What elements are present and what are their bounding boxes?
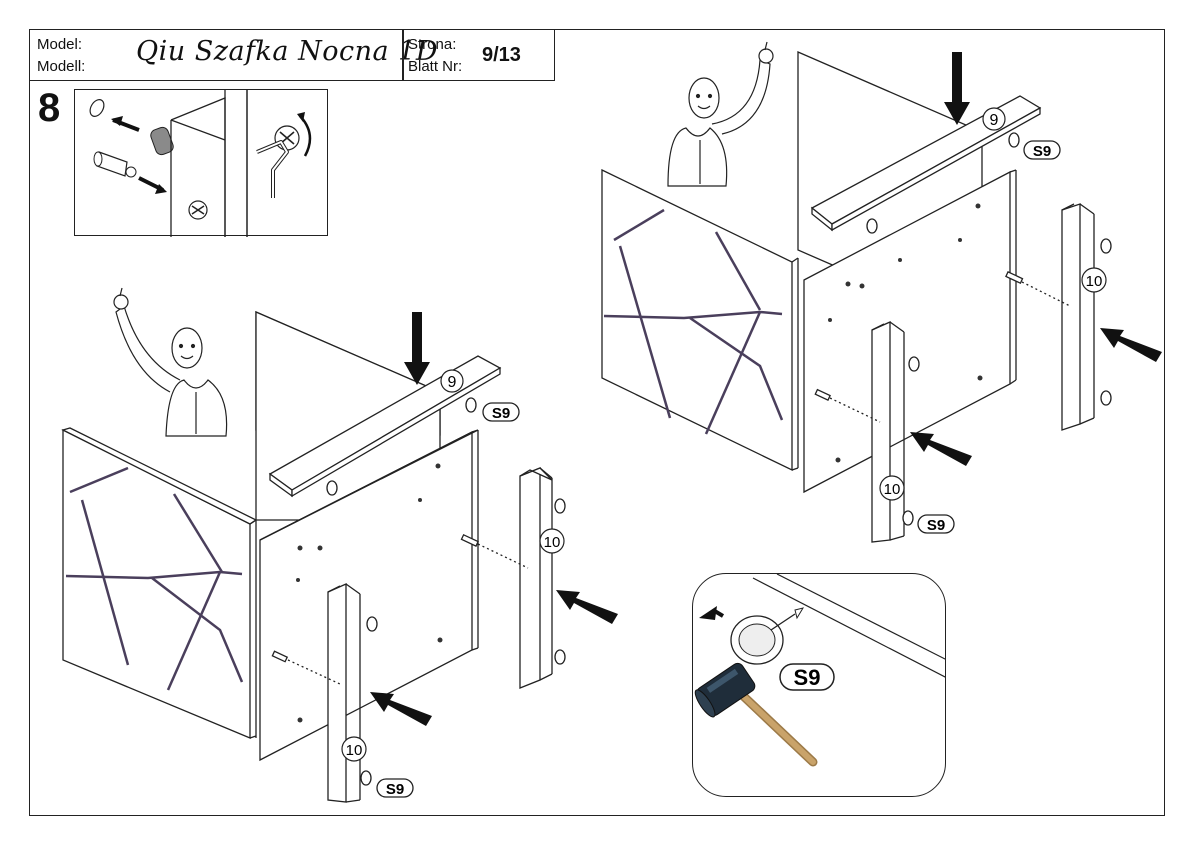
label-fitting-s9: S9	[1033, 143, 1051, 160]
page-frame	[29, 29, 1165, 816]
hammer-callout: S9	[692, 573, 946, 797]
left-arrows	[370, 312, 618, 726]
modell-label: Modell:	[37, 58, 86, 75]
callout-label-s9: S9	[794, 665, 821, 690]
label-part-9: 9	[990, 112, 999, 129]
label-fitting-s9: S9	[492, 405, 510, 422]
label-part-10: 10	[346, 742, 363, 759]
left-assembly	[61, 311, 566, 803]
strona-label: Strona:	[408, 36, 457, 53]
cam-lock-inset	[74, 89, 328, 237]
right-assembly	[601, 51, 1112, 543]
person-figure-left	[113, 287, 228, 437]
right-arrows	[910, 52, 1162, 466]
step-number: 8	[38, 86, 61, 130]
label-part-9: 9	[448, 374, 457, 391]
blatt-label: Blatt Nr:	[408, 58, 463, 75]
person-figure-right	[667, 41, 774, 187]
page-number: 9/13	[482, 44, 521, 66]
label-part-10: 10	[1086, 273, 1103, 290]
label-fitting-s9: S9	[927, 517, 945, 534]
title-block: Model: Modell: Qiu Szafka Nocna 1D Stron…	[29, 29, 555, 81]
hammer-callout-drawing: S9	[694, 574, 945, 767]
model-label: Model:	[37, 36, 83, 53]
left-labels: 9 10 10 S9 S9	[341, 369, 565, 798]
model-name: Qiu Szafka Nocna 1D	[136, 36, 438, 67]
label-part-10: 10	[884, 481, 901, 498]
cam-lock-drawing	[89, 90, 312, 237]
label-fitting-s9: S9	[386, 781, 404, 798]
right-labels: 9 10 10 S9 S9	[879, 107, 1107, 534]
header-divider	[402, 30, 404, 80]
label-part-10: 10	[544, 534, 561, 551]
